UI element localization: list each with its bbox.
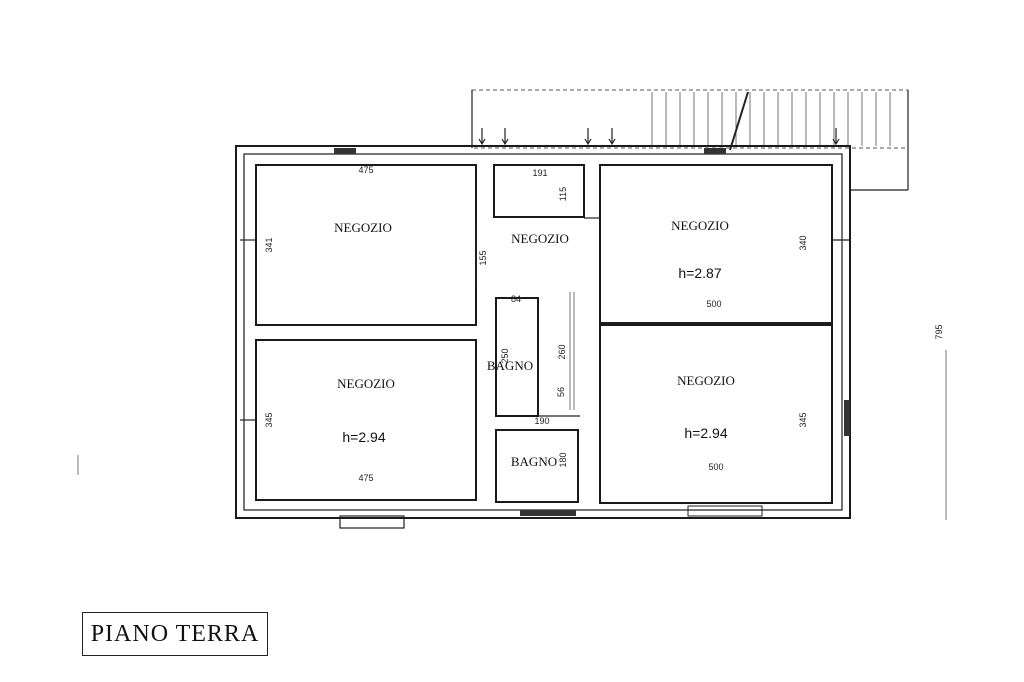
- dim-bagno-upper-depth: 250: [500, 348, 510, 363]
- label-negozio-bottom-left: NEGOZIO: [337, 376, 395, 391]
- dim-top-left-depth: 341: [264, 237, 274, 252]
- dim-top-right-width: 500: [706, 299, 721, 309]
- room-negozio-bottom-left: [255, 339, 477, 501]
- height-negozio-bottom-left: h=2.94: [342, 429, 385, 445]
- dim-top-right-depth: 340: [798, 235, 808, 250]
- dim-bagno-upper-width: 84: [511, 294, 521, 304]
- room-negozio-top-right: [599, 164, 833, 324]
- dim-passage-depth: 155: [478, 250, 488, 265]
- dim-top-center-depth: 115: [558, 187, 568, 201]
- label-negozio-top-left: NEGOZIO: [334, 220, 392, 235]
- staircase: [651, 91, 891, 151]
- dim-top-center-width: 191: [532, 168, 547, 178]
- dim-overall-depth: 795: [934, 324, 944, 339]
- room-negozio-top-left: [255, 164, 477, 326]
- room-bagno-upper: [495, 297, 539, 417]
- plan-title: PIANO TERRA: [90, 620, 260, 647]
- room-top-center-niche: [493, 164, 585, 218]
- room-bagno-lower: [495, 429, 579, 503]
- dim-corridor-small: 56: [556, 387, 566, 397]
- entry-arrow: [608, 128, 616, 146]
- height-negozio-bottom-right: h=2.94: [684, 425, 727, 441]
- room-negozio-bottom-right: [599, 324, 833, 504]
- label-negozio-top-right: NEGOZIO: [671, 218, 729, 233]
- dim-bottom-right-depth: 345: [798, 412, 808, 427]
- partitions: [475, 217, 832, 417]
- plan-title-box: PIANO TERRA: [82, 612, 268, 656]
- dim-bottom-left-width: 475: [358, 473, 373, 483]
- label-negozio-bottom-right: NEGOZIO: [677, 373, 735, 388]
- entry-arrow: [584, 128, 592, 146]
- dim-top-left-width: 475: [358, 165, 373, 175]
- dim-bagno-lower-depth: 180: [558, 452, 568, 467]
- entry-arrows: [478, 128, 840, 146]
- dim-bagno-lower-width: 190: [534, 416, 549, 426]
- entry-arrow: [478, 128, 486, 146]
- entry-arrow: [832, 128, 840, 146]
- stair-break-line: [729, 91, 749, 151]
- dim-bottom-right-width: 500: [708, 462, 723, 472]
- label-negozio-center: NEGOZIO: [511, 231, 569, 246]
- label-bagno-lower: BAGNO: [511, 454, 557, 469]
- entry-arrow: [501, 128, 509, 146]
- dim-bottom-left-depth: 345: [264, 412, 274, 427]
- height-negozio-top-right: h=2.87: [678, 265, 721, 281]
- label-bagno-upper: BAGNO: [487, 358, 533, 373]
- windows: [240, 148, 850, 529]
- dim-corridor-depth: 260: [557, 344, 567, 359]
